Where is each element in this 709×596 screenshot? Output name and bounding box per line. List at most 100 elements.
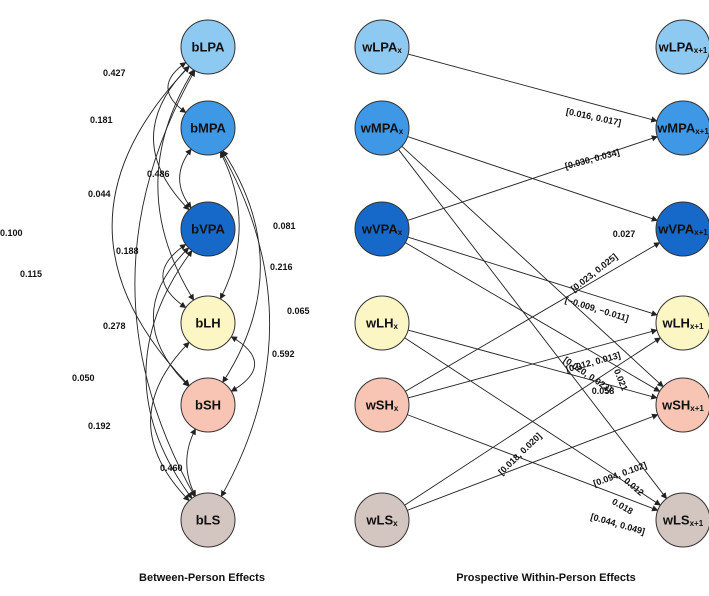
node-label-main: wSH [365,398,394,413]
node-label: wLHx+1 [661,316,704,332]
node-circle [655,295,709,351]
node-label-main: wMPA [360,121,400,136]
within-edge-label: 0.012 [622,476,646,498]
within-edge-wVPAx-wSHx1 [405,242,661,392]
within-edge-wLPAx-wMPAx1 [407,53,658,123]
node-bLPA: bLPA [180,19,236,75]
node-label-main: wVPA [657,222,694,237]
node-label-subscript: x+1 [695,127,709,136]
node-label-main: wVPA [361,222,398,237]
node-wSHx1: wSHx+1 [655,377,709,433]
node-label-subscript: x+1 [694,46,708,55]
within-edge-label: [0.018, 0.020] [496,431,543,477]
node-label-main: wLH [365,316,393,331]
node-circle [354,201,410,257]
node-wLPAx1: wLPAx+1 [655,19,709,75]
node-label: wLPAx+1 [658,40,708,56]
node-label-main: wLS [662,513,690,528]
edge-labels-layer: 0.4270.1810.0440.1000.1150.4860.0810.216… [0,68,648,537]
node-circle [655,492,709,548]
within-edge-label: [0.044, 0.049] [590,512,647,537]
between-edge-bLH-bLS [150,341,190,502]
node-label: bLH [195,316,220,331]
node-wLSx1: wLSx+1 [655,492,709,548]
between-edge-label: 0.188 [116,246,139,256]
node-label: wSHx [365,398,399,414]
within-edge-label: 0.021 [612,368,630,393]
node-label-subscript: x [393,519,398,528]
between-edge-label: 0.050 [72,373,95,383]
node-circle [354,377,410,433]
node-circle [180,492,236,548]
node-bLS: bLS [180,492,236,548]
edges-layer [111,53,667,512]
node-circle [655,100,709,156]
between-edge-label: 0.192 [88,421,111,431]
node-label-subscript: x [398,228,403,237]
within-edge-wLHx-wSHx1 [407,329,658,400]
between-edge-label: 0.460 [160,463,183,473]
node-label-subscript: x+1 [690,519,704,528]
between-edge-label: 0.427 [103,68,126,78]
node-circle [354,100,410,156]
within-edge-wMPAx-wSHx1 [401,145,664,388]
node-label-subscript: x+1 [694,228,708,237]
node-wLHx1: wLHx+1 [655,295,709,351]
between-edge-bLH-bSH [230,336,256,392]
node-label-main: wLH [661,316,689,331]
within-edge-wMPAx-wLSx1 [398,149,667,500]
node-label: wLSx+1 [662,513,704,529]
node-label-main: wMPA [656,121,696,136]
between-edge-label: 0.065 [287,306,310,316]
node-label: wLHx [365,316,398,332]
between-edge-bVPA-bLH [162,243,187,309]
node-label: wVPAx [361,222,403,238]
between-edge-bMPA-bSH [222,150,261,383]
within-caption: Prospective Within-Person Effects [456,572,636,584]
node-circle [655,377,709,433]
node-label: bVPA [191,222,225,237]
between-edge-bSH-bLS [186,428,196,497]
node-bSH: bSH [180,377,236,433]
node-circle [180,377,236,433]
node-label-main: wLS [365,513,393,528]
between-edge-bMPA-bVPA [179,148,192,209]
within-edge-wLHx-wLSx1 [404,337,661,506]
node-circle [655,19,709,75]
node-label-main: wLPA [361,40,398,55]
node-wLPAx: wLPAx [354,19,410,75]
node-circle [180,100,236,156]
between-edge-label: 0.592 [272,349,295,359]
between-edge-bLPA-bSH [111,65,190,387]
node-wLHx: wLHx [354,295,410,351]
node-label-main: bVPA [191,222,225,237]
node-bVPA: bVPA [180,201,236,257]
node-label: wVPAx+1 [657,222,708,238]
between-edge-label: 0.181 [90,115,113,125]
between-edge-label: 0.044 [88,189,111,199]
node-label: wSHx+1 [661,398,704,414]
between-edge-label: 0.100 [0,228,23,238]
between-edge-bLPA-bMPA [167,62,187,113]
node-wVPAx: wVPAx [354,201,410,257]
within-edge-wVPAx-wLHx1 [407,236,658,317]
node-wLSx: wLSx [354,492,410,548]
node-label-main: bMPA [190,121,226,136]
node-label-main: bLH [195,316,220,331]
node-label-main: wSH [661,398,690,413]
node-circle [354,19,410,75]
between-edge-bVPA-bLS [145,250,193,499]
node-circle [180,19,236,75]
node-bLH: bLH [180,295,236,351]
node-label-subscript: x [394,404,399,413]
node-circle [655,201,709,257]
node-bMPA: bMPA [180,100,236,156]
between-edge-label: 0.081 [273,221,296,231]
node-circle [354,492,410,548]
within-edge-label: 0.058 [592,386,615,396]
node-label: bLS [196,513,221,528]
node-wMPAx: wMPAx [354,100,410,156]
node-label-main: bLPA [192,40,226,55]
node-label-subscript: x [397,46,402,55]
